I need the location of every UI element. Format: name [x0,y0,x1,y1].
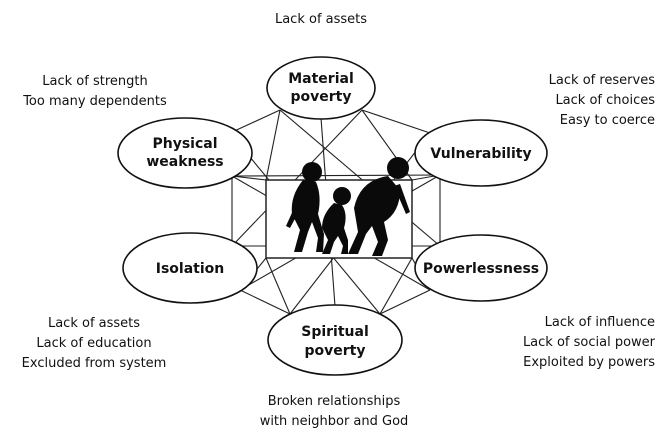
caption-physical-line2: Too many dependents [23,94,167,109]
node-spiritual-line1: Spiritual [301,324,369,340]
node-powerlessness: Powerlessness [414,234,548,302]
node-isolation: Isolation [122,232,258,304]
node-vulnerability: Vulnerability [414,119,548,187]
node-isolation-label: Isolation [156,261,224,277]
connector-line [265,257,291,315]
node-material-poverty: Material poverty [266,56,376,120]
connector-line [265,109,281,181]
node-spiritual-poverty: Spiritual poverty [267,304,403,376]
caption-material: Lack of assets [264,10,378,30]
node-material-line1: Material [288,71,354,87]
connector-line [361,109,431,134]
caption-physical-line1: Lack of strength [42,74,148,89]
caption-isolation-line2: Lack of education [36,336,152,351]
caption-powerlessness-line2: Lack of social power [522,335,655,350]
node-physical-line1: Physical [152,136,217,152]
connector-line [239,289,291,315]
burdened-people-figure [286,157,410,256]
caption-spiritual: Broken relationships with neighbor and G… [244,392,424,432]
caption-vulnerability-line2: Lack of choices [555,93,655,108]
caption-physical: Lack of strength Too many dependents [10,72,180,112]
caption-powerlessness-line3: Exploited by powers [523,355,655,370]
center-figure [265,157,413,259]
caption-spiritual-line2: with neighbor and God [259,414,409,429]
caption-isolation-line1: Lack of assets [47,316,141,331]
connector-line [229,109,281,134]
caption-isolation: Lack of assets Lack of education Exclude… [8,314,180,374]
connector-line [279,109,441,247]
node-powerlessness-label: Powerlessness [423,261,539,277]
node-material-line2: poverty [291,89,352,105]
caption-spiritual-line1: Broken relationships [267,394,401,409]
node-physical-weakness: Physical weakness [117,117,253,189]
caption-vulnerability-line3: Easy to coerce [559,113,655,128]
connector-line [379,289,431,315]
caption-material-line: Lack of assets [274,12,368,27]
caption-isolation-line3: Excluded from system [21,356,167,371]
node-physical-line2: weakness [146,154,223,170]
node-vulnerability-label: Vulnerability [430,146,531,162]
connector-line [231,175,267,181]
caption-vulnerability: Lack of reserves Lack of choices Easy to… [500,71,655,131]
caption-powerlessness-line1: Lack of influence [544,315,655,330]
caption-vulnerability-line1: Lack of reserves [548,73,655,88]
caption-powerlessness: Lack of influence Lack of social power E… [490,313,655,373]
node-spiritual-line2: poverty [305,343,366,359]
connector-line [231,109,363,247]
connector-line [379,257,413,315]
